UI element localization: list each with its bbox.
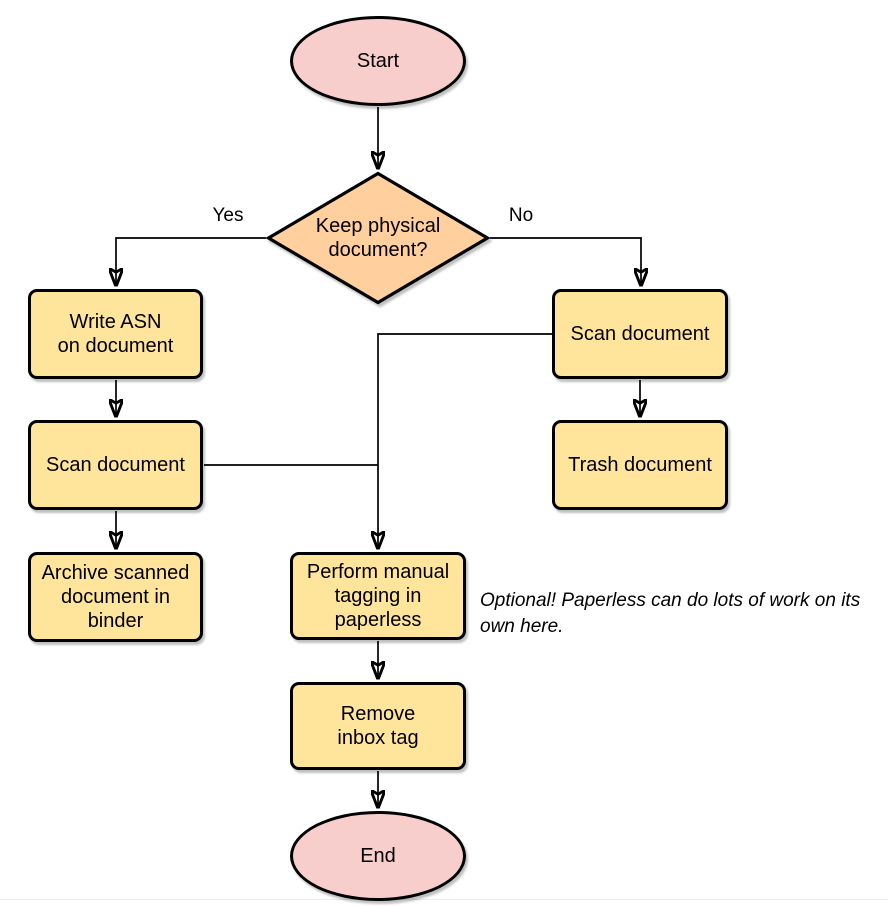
node-scan-document-left: Scan document — [28, 420, 203, 510]
node-write-asn-label: Write ASN on document — [57, 311, 174, 357]
node-write-asn: Write ASN on document — [28, 289, 203, 379]
node-perform-tagging: Perform manual tagging in paperless — [290, 552, 466, 640]
node-perform-tagging-label: Perform manual tagging in paperless — [306, 561, 450, 631]
node-remove-inbox-tag: Remove inbox tag — [290, 682, 466, 770]
node-scan-document-right: Scan document — [552, 289, 728, 379]
node-end: End — [290, 811, 466, 901]
node-end-label: End — [360, 845, 396, 867]
edge-scan-right-to-perform-tagging — [378, 333, 552, 548]
node-scan-document-left-label: Scan document — [46, 454, 185, 476]
node-scan-document-right-label: Scan document — [570, 323, 710, 345]
annotation-optional-note: Optional! Paperless can do lots of work … — [480, 590, 861, 637]
edge-decision-yes-to-write-asn — [116, 237, 266, 285]
decision-diamond-shape — [266, 171, 490, 305]
page-bottom-edge — [0, 899, 888, 900]
node-start-label: Start — [356, 50, 400, 72]
node-archive-binder-label: Archive scanned document in binder — [41, 562, 190, 632]
edge-decision-no-to-scan-right — [490, 237, 641, 285]
node-start: Start — [290, 16, 466, 106]
node-trash-document: Trash document — [552, 420, 728, 510]
edge-label-no: No — [508, 205, 534, 226]
node-decision-label: Keep physical document? — [315, 215, 441, 261]
node-decision: Keep physical document? — [266, 171, 490, 305]
edge-label-yes: Yes — [212, 205, 244, 226]
node-archive-binder: Archive scanned document in binder — [28, 552, 203, 642]
node-trash-document-label: Trash document — [568, 454, 712, 476]
node-remove-inbox-tag-label: Remove inbox tag — [337, 703, 419, 749]
